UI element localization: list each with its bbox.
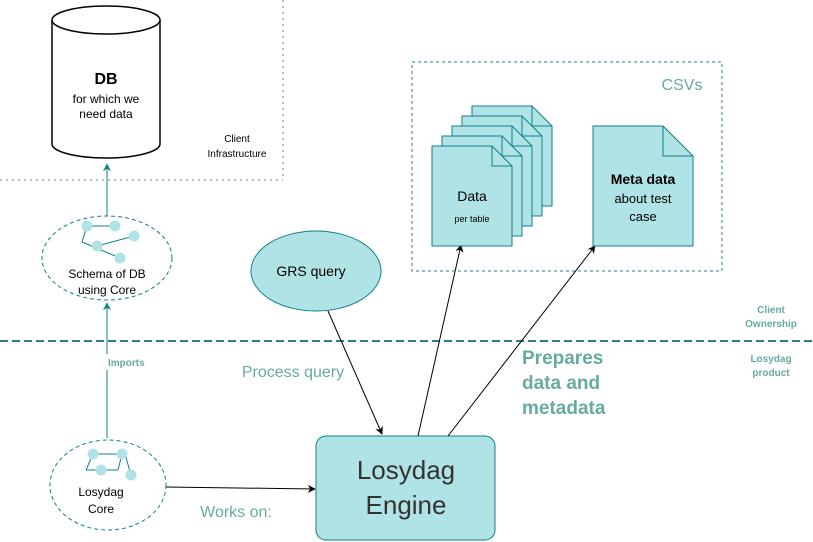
db-title: DB xyxy=(94,71,117,88)
prepares-label-1: Prepares xyxy=(522,348,603,369)
db-cylinder[interactable]: DB for which we need data xyxy=(51,5,161,159)
db-desc-line1: for which we xyxy=(73,92,140,106)
engine-to-meta-arrow xyxy=(447,245,596,437)
engine-to-data-arrow xyxy=(417,244,464,437)
client-ownership-label-2: Ownership xyxy=(745,319,797,330)
client-ownership-label-1: Client xyxy=(757,305,785,316)
graph-icon xyxy=(85,448,137,481)
csvs-group xyxy=(411,61,723,272)
engine-label-1: Losydag xyxy=(357,455,455,485)
client-infrastructure-label-2: Infrastructure xyxy=(208,149,267,160)
meta-doc-line3: case xyxy=(629,209,656,224)
client-infrastructure-label-1: Client xyxy=(224,134,250,145)
losydag-product-label-1: Losydag xyxy=(750,354,791,365)
graph-icon xyxy=(81,220,140,264)
losydag-engine-node[interactable]: Losydag Engine xyxy=(315,435,496,541)
losydag-core-label-1: Losydag xyxy=(78,485,123,499)
prepares-label-3: metadata xyxy=(522,398,606,419)
losydag-core-node[interactable]: Losydag Core xyxy=(49,439,167,531)
grs-query-node[interactable]: GRS query xyxy=(250,230,382,312)
schema-node[interactable]: Schema of DB using Core xyxy=(41,215,173,301)
data-document-stack[interactable]: Data per table xyxy=(431,105,553,247)
grs-query-label: GRS query xyxy=(276,263,345,279)
data-doc-subtitle: per table xyxy=(454,214,489,224)
db-desc-line2: need data xyxy=(79,107,133,121)
data-doc-title: Data xyxy=(457,188,487,204)
prepares-label-2: data and xyxy=(522,373,600,394)
losydag-core-label-2: Core xyxy=(88,502,114,516)
meta-doc-line2: about test xyxy=(614,191,671,206)
client-infrastructure-boundary xyxy=(0,0,284,181)
schema-label-1: Schema of DB xyxy=(68,267,145,281)
imports-label: Imports xyxy=(108,358,145,369)
meta-data-document[interactable]: Meta data about test case xyxy=(592,125,694,247)
process-query-label: Process query xyxy=(242,364,344,381)
csvs-label: CSVs xyxy=(662,77,703,94)
engine-label-2: Engine xyxy=(366,490,447,520)
works-on-arrow xyxy=(165,484,316,493)
process-query-arrow xyxy=(327,310,383,435)
meta-doc-title: Meta data xyxy=(611,171,676,187)
losydag-product-label-2: product xyxy=(752,368,790,379)
works-on-label: Works on: xyxy=(200,504,272,521)
schema-label-2: using Core xyxy=(78,283,136,297)
